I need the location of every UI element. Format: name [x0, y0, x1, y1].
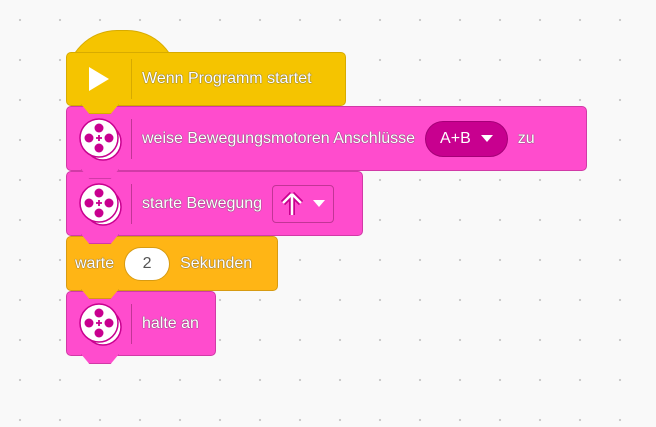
wait-seconds-block[interactable]: warte 2 Sekunden [66, 236, 278, 291]
arrow-up-icon [281, 191, 304, 215]
divider [131, 59, 132, 99]
start-movement-block[interactable]: starte Bewegung [66, 171, 363, 236]
ports-dropdown[interactable]: A+B [425, 120, 508, 157]
seconds-input[interactable]: 2 [124, 246, 171, 281]
divider [131, 183, 132, 224]
block-label: Wenn Programm startet [142, 70, 312, 87]
divider [131, 118, 132, 159]
unit-label: Sekunden [180, 254, 253, 272]
stop-movement-block[interactable]: halte an [66, 291, 216, 356]
motor-icon [79, 182, 122, 226]
set-movement-motors-block[interactable]: weise Bewegungsmotoren Anschlüsse A+B zu [66, 106, 587, 171]
block-label: starte Bewegung [142, 194, 263, 212]
dropdown-arrow-icon [313, 200, 326, 207]
block-label: halte an [142, 314, 199, 332]
direction-dropdown[interactable] [272, 184, 335, 223]
block-suffix: zu [517, 129, 535, 147]
play-icon [89, 67, 109, 91]
motor-icon [79, 302, 122, 346]
block-label: warte [75, 254, 115, 272]
dropdown-arrow-icon [480, 135, 493, 142]
block-label: weise Bewegungsmotoren Anschlüsse [142, 129, 416, 147]
divider [131, 303, 132, 344]
when-program-starts-block[interactable]: Wenn Programm startet [66, 52, 346, 106]
ports-value: A+B [440, 129, 471, 147]
motor-icon [79, 117, 122, 161]
